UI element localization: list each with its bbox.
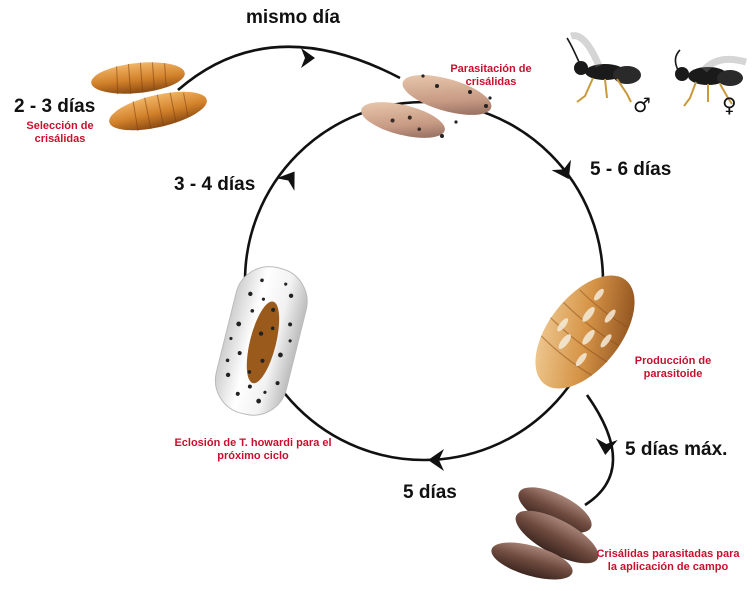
intake-arc bbox=[178, 47, 400, 90]
stage-produccion-label: Producción de parasitoide bbox=[618, 355, 728, 380]
duration-5-dias-max: 5 días máx. bbox=[625, 439, 727, 461]
stage-eclosion-label: Eclosión de T. howardi para el próximo c… bbox=[168, 437, 338, 462]
chevron-56-icon bbox=[552, 160, 579, 184]
chevron-34-icon bbox=[276, 165, 303, 191]
stage-parasitacion-label: Parasitación de crisálidas bbox=[430, 63, 552, 88]
duration-2-3-dias: 2 - 3 días bbox=[14, 96, 95, 118]
stage-seleccion-label: Selección de crisálidas bbox=[16, 120, 104, 145]
chevron-5max-icon bbox=[594, 438, 617, 456]
duration-5-dias: 5 días bbox=[403, 482, 457, 504]
field-pupae-image bbox=[487, 478, 605, 587]
male-wasp-image bbox=[567, 36, 641, 102]
duration-5-6-dias: 5 - 6 días bbox=[590, 159, 671, 181]
female-symbol: ♀ bbox=[722, 93, 737, 117]
chevron-mismo-icon bbox=[301, 48, 315, 68]
duration-mismo-dia: mismo día bbox=[246, 7, 340, 29]
stage-aplicacion-label: Crisálidas parasitadas para la aplicació… bbox=[594, 548, 742, 573]
emergence-tube-image bbox=[208, 259, 314, 422]
duration-3-4-dias: 3 - 4 días bbox=[174, 174, 255, 196]
selection-pupae-image bbox=[90, 58, 211, 138]
production-pupa-image bbox=[516, 258, 654, 406]
male-symbol: ♂ bbox=[633, 93, 651, 117]
